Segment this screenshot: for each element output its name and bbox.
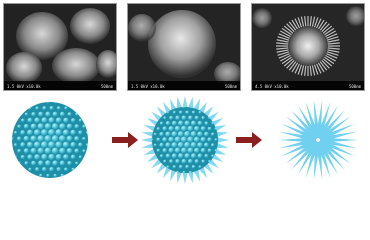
sem-info-label: 1.5 0kV x10.0k — [7, 84, 41, 89]
sem-micrograph-flower-clusters — [4, 4, 116, 90]
sem-image-1: 1.5 0kV x10.0k 500nm — [4, 4, 116, 90]
sem-info-label: 4.5 0kV x10.0k — [255, 84, 289, 89]
sem-caption-bar: 1.5 0kV x10.0k 500nm — [128, 81, 240, 90]
sem-image-3: 4.5 0kV x10.0k 500nm — [252, 4, 364, 90]
sphere-stage-1 — [12, 102, 88, 178]
sem-image-2: 1.5 0kV x10.0k 500nm — [128, 4, 240, 90]
right-arrow-icon — [236, 132, 262, 148]
right-arrow-icon — [112, 132, 138, 148]
sem-info-label: 1.5 0kV x10.0k — [131, 84, 165, 89]
sem-micrograph-urchin — [252, 4, 364, 90]
sphere-stage-2 — [141, 96, 229, 184]
growth-mechanism-diagram — [12, 96, 358, 184]
sem-caption-bar: 4.5 0kV x10.0k 500nm — [252, 81, 364, 90]
sem-scale-label: 500nm — [100, 84, 113, 89]
sem-micrograph-single-flower — [128, 4, 240, 90]
sem-caption-bar: 1.5 0kV x10.0k 500nm — [4, 81, 116, 90]
urchin-stage-3 — [278, 100, 358, 180]
sem-scale-label: 500nm — [348, 84, 361, 89]
sem-scale-label: 500nm — [224, 84, 237, 89]
